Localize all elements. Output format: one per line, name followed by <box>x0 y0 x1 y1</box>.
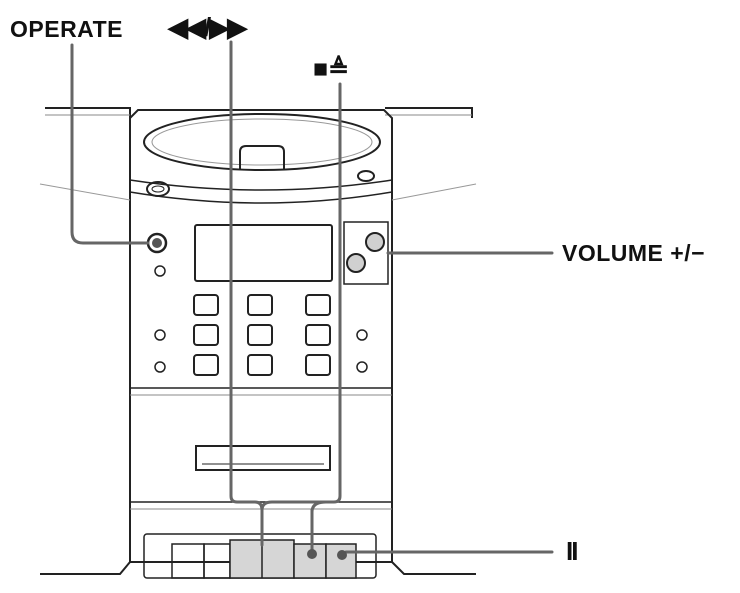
volume-label: VOLUME +/− <box>562 240 706 266</box>
left-dot-1 <box>154 329 166 341</box>
bottom-base-left <box>40 561 131 575</box>
volume-down-knob <box>346 253 366 273</box>
top-band-lower <box>129 191 393 204</box>
volume-up-knob <box>365 232 385 252</box>
callout-stop-eject-drop <box>310 500 328 514</box>
top-ledge-right <box>385 107 473 118</box>
left-top-knob <box>146 181 170 197</box>
stop-eject-label: ■≜ <box>313 55 350 83</box>
callout-rew-ff-right <box>260 500 328 512</box>
callout-operate <box>70 43 150 245</box>
right-wing <box>391 183 477 201</box>
bottom-base-right <box>391 561 476 575</box>
rewind-fastforward-label: ◀◀/▶▶ <box>168 12 247 42</box>
cd-lid <box>143 113 381 171</box>
operate-knob-inner <box>152 238 162 248</box>
left-wing <box>39 183 131 201</box>
display-window <box>194 224 333 282</box>
volume-panel <box>343 221 389 285</box>
pause-key-highlight <box>325 543 357 579</box>
cd-lid-inner <box>151 118 373 166</box>
pause-dot <box>337 550 347 560</box>
unit-body-outline <box>129 109 393 563</box>
right-dot-1 <box>356 329 368 341</box>
small-led <box>154 265 166 277</box>
left-top-knob-inner <box>151 185 165 193</box>
cd-hinge <box>239 145 285 170</box>
left-dot-2 <box>154 361 166 373</box>
pause-label: II <box>566 536 579 566</box>
top-band-upper <box>129 179 393 191</box>
stop-eject-highlight <box>293 543 327 579</box>
function-buttons <box>193 294 331 376</box>
right-top-knob <box>357 170 375 182</box>
top-ledge-left <box>45 107 131 118</box>
operate-label: OPERATE <box>10 16 123 42</box>
callout-stop-eject <box>310 82 342 552</box>
stop-eject-dot <box>307 549 317 559</box>
right-dot-2 <box>356 361 368 373</box>
cassette-window <box>195 445 331 471</box>
